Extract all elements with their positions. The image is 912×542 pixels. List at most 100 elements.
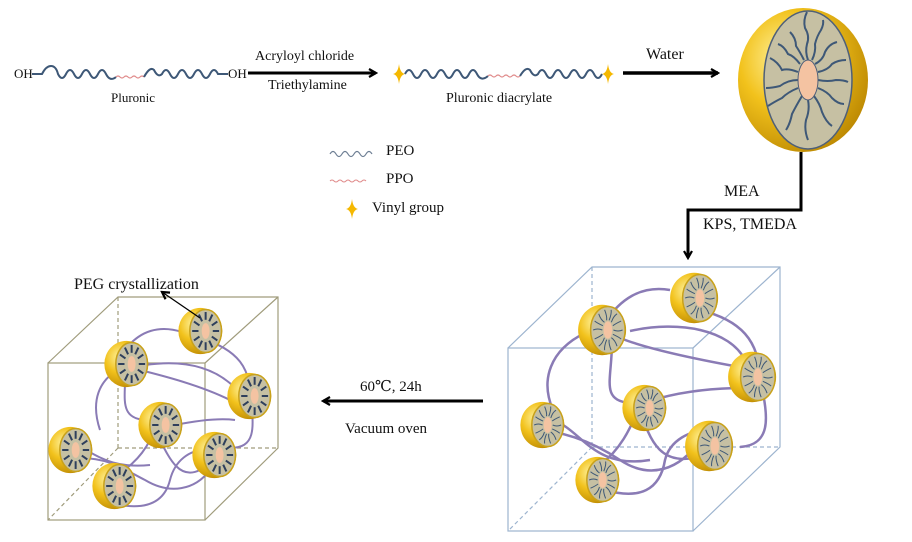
micelle-core bbox=[250, 388, 259, 404]
micelle-chains bbox=[765, 11, 849, 141]
crystallized-peo-chain bbox=[124, 373, 129, 381]
micelle-core bbox=[797, 59, 819, 101]
crystallized-peo-chain bbox=[208, 314, 214, 322]
peo-chain bbox=[637, 411, 646, 417]
peo-chain bbox=[598, 337, 605, 347]
peo-chain bbox=[550, 431, 557, 440]
condition-vacuum-oven: Vacuum oven bbox=[345, 421, 428, 437]
peo-chain bbox=[699, 444, 710, 447]
reagent-mea: MEA bbox=[724, 183, 760, 200]
crystallized-peo-chain bbox=[225, 459, 232, 466]
micelle-core bbox=[603, 321, 613, 339]
peo-chain bbox=[748, 384, 755, 394]
micelles-right bbox=[520, 272, 777, 504]
legend-ppo-label: PPO bbox=[386, 171, 414, 187]
crystallized-peo-chain bbox=[68, 433, 73, 441]
peo-chain bbox=[544, 406, 548, 417]
pluronic-molecule bbox=[32, 64, 228, 80]
crystallized-peo-chain bbox=[134, 373, 140, 381]
peo-chain bbox=[590, 483, 599, 489]
crystallized-peo-chain bbox=[158, 408, 163, 416]
peo-chain-right bbox=[519, 67, 603, 79]
peo-chain bbox=[652, 392, 659, 402]
crystallized-peo-chain bbox=[63, 439, 71, 446]
peo-chain bbox=[548, 433, 552, 444]
reagent-triethylamine: Triethylamine bbox=[268, 78, 347, 93]
crystallized-peo-chain bbox=[78, 459, 84, 467]
peo-chain bbox=[762, 380, 772, 387]
peo-chain bbox=[593, 486, 600, 496]
crystallized-peo-chain bbox=[122, 469, 128, 477]
crystallized-peo-chain bbox=[153, 429, 161, 436]
micelle bbox=[685, 420, 734, 472]
peo-chain bbox=[650, 389, 654, 400]
crystallized-peo-chain bbox=[222, 438, 228, 446]
peo-chain bbox=[696, 307, 700, 319]
peo-chain bbox=[637, 399, 646, 405]
crystallized-peo-chain bbox=[81, 454, 88, 461]
pluronic-diacrylate-label: Pluronic diacrylate bbox=[446, 91, 553, 106]
micelle bbox=[728, 351, 777, 403]
peo-chain bbox=[705, 297, 715, 300]
peo-chain bbox=[717, 429, 725, 439]
crystallized-peo-chain bbox=[168, 434, 174, 442]
micelle-core bbox=[127, 356, 136, 372]
peo-chain bbox=[705, 429, 712, 439]
crystallized-peo-chain bbox=[198, 340, 203, 348]
pluronic-diacrylate-molecule bbox=[393, 64, 614, 84]
pluronic-label: Pluronic bbox=[111, 90, 156, 105]
crystallized-peo-chain bbox=[247, 405, 252, 413]
peo-chain bbox=[604, 309, 608, 321]
crystallized-peo-chain bbox=[125, 475, 132, 482]
vinyl-group-star-right bbox=[602, 64, 614, 84]
micelle-core bbox=[115, 478, 124, 494]
peo-chain bbox=[654, 411, 663, 417]
peo-chain bbox=[704, 288, 714, 295]
peo-chain bbox=[758, 356, 762, 368]
crystallized-peo-chain bbox=[112, 495, 117, 503]
micelle-core bbox=[71, 442, 80, 458]
peo-chain bbox=[611, 337, 618, 347]
peo-chain bbox=[599, 488, 602, 499]
peo-chain bbox=[607, 483, 616, 489]
peo-chain bbox=[754, 386, 758, 398]
peo-chain bbox=[608, 339, 612, 351]
ppo-chain bbox=[487, 74, 521, 78]
peo-chain bbox=[544, 433, 547, 444]
crystallized-micelle bbox=[92, 462, 137, 510]
crystallized-peo-chain bbox=[211, 320, 218, 327]
peo-chain bbox=[594, 333, 604, 340]
peo-chain bbox=[598, 313, 605, 323]
crystallized-peo-chain bbox=[193, 320, 201, 327]
crystallized-peo-chain bbox=[222, 464, 228, 472]
peo-chain-left bbox=[404, 69, 489, 80]
peo-chain bbox=[720, 445, 730, 448]
crystallized-peo-chain bbox=[78, 433, 84, 441]
peo-chain bbox=[748, 360, 755, 370]
legend-peo-swatch bbox=[329, 150, 373, 158]
peo-chain bbox=[705, 453, 712, 463]
legend-ppo-swatch bbox=[329, 179, 367, 183]
peo-chain bbox=[612, 333, 622, 340]
crystallized-micelle bbox=[104, 340, 149, 388]
peo-chain bbox=[594, 320, 604, 327]
peo-chain bbox=[686, 301, 696, 308]
peo-chain bbox=[701, 436, 711, 443]
micelle bbox=[670, 272, 719, 324]
pluronic-oh-right: OH bbox=[228, 66, 247, 81]
peo-chain bbox=[635, 406, 645, 409]
peo-chain bbox=[744, 380, 754, 387]
crystallized-peo-chain bbox=[257, 405, 263, 413]
crystallized-micelle bbox=[227, 372, 272, 420]
peo-chain bbox=[605, 486, 612, 495]
crystallized-peo-chain bbox=[112, 469, 117, 477]
crystallized-peo-chain bbox=[207, 459, 215, 466]
peo-chain bbox=[535, 416, 544, 422]
crystallized-peo-chain bbox=[198, 314, 203, 322]
condition-water: Water bbox=[646, 46, 684, 63]
crystallized-peo-chain bbox=[158, 434, 163, 442]
peo-chain bbox=[552, 428, 561, 434]
peo-chain bbox=[719, 449, 729, 456]
crystallized-peo-chain bbox=[107, 475, 115, 482]
condition-temperature-time: 60℃, 24h bbox=[360, 379, 422, 395]
